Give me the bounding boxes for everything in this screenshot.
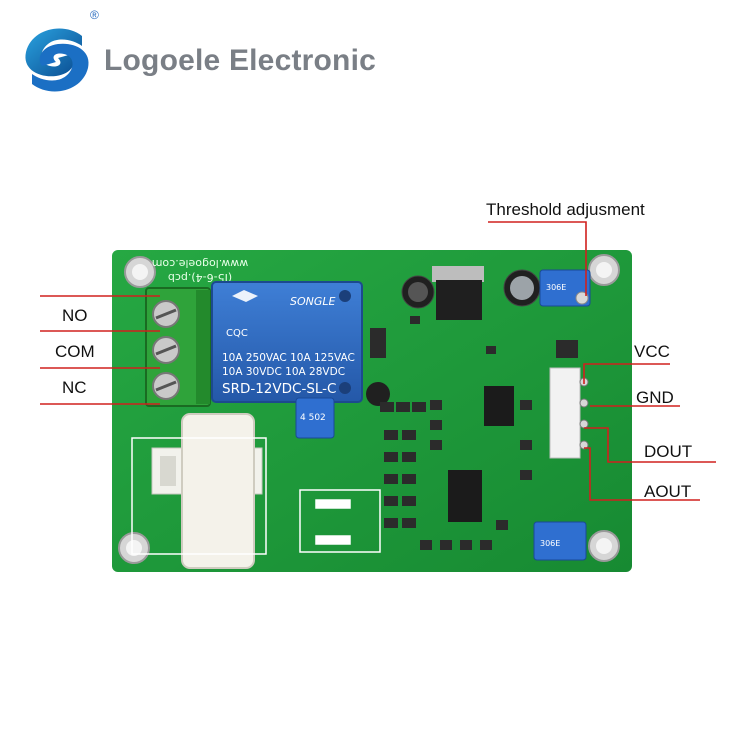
- screw-terminal-block: [145, 287, 211, 407]
- pin-label-dout: DOUT: [644, 442, 693, 461]
- smd-components: [370, 316, 578, 550]
- potentiometer-left: 4 502: [295, 397, 335, 439]
- relay: SONGLE CQC 10A 250VAC 10A 125VAC 10A 30V…: [211, 281, 363, 403]
- electrolytic-capacitors: [366, 269, 541, 406]
- potentiometer-bottom: 306E: [533, 521, 587, 561]
- relay-rating-1: 10A 250VAC 10A 125VAC: [222, 352, 355, 364]
- brand-name: Logoele Electronic: [104, 44, 376, 77]
- voltage-regulator: [432, 266, 484, 320]
- terminal-label-nc: NC: [62, 378, 87, 397]
- logoele-s-swirl-icon: [25, 28, 89, 92]
- callout-lines: [40, 221, 716, 501]
- relay-cert: CQC: [226, 328, 248, 339]
- ic-chips: [448, 386, 514, 522]
- potentiometer-threshold: 306E: [539, 269, 591, 307]
- pin-label-gnd: GND: [636, 388, 674, 407]
- terminal-label-com: COM: [55, 342, 95, 361]
- pin-label-aout: AOUT: [644, 482, 692, 501]
- pcb-url: www.logoele.com: [152, 257, 249, 270]
- pin-label-vcc: VCC: [634, 342, 670, 361]
- relay-model: SRD-12VDC-SL-C: [222, 381, 336, 397]
- mounting-holes: [118, 254, 620, 564]
- registered-mark: ®: [90, 8, 99, 22]
- pin-header: [549, 367, 589, 459]
- threshold-label: Threshold adjusment: [486, 200, 645, 219]
- svg-text:306E: 306E: [546, 283, 566, 292]
- svg-text:306E: 306E: [540, 539, 560, 548]
- svg-text:4 502: 4 502: [300, 413, 326, 423]
- relay-rating-2: 10A 30VDC 10A 28VDC: [222, 366, 345, 378]
- current-transformer: [151, 413, 263, 569]
- relay-brand: SONGLE: [290, 295, 336, 308]
- silkscreen: [131, 437, 381, 555]
- terminal-label-no: NO: [62, 306, 88, 325]
- pcb-version: (I5-6-4).pcb: [168, 271, 232, 284]
